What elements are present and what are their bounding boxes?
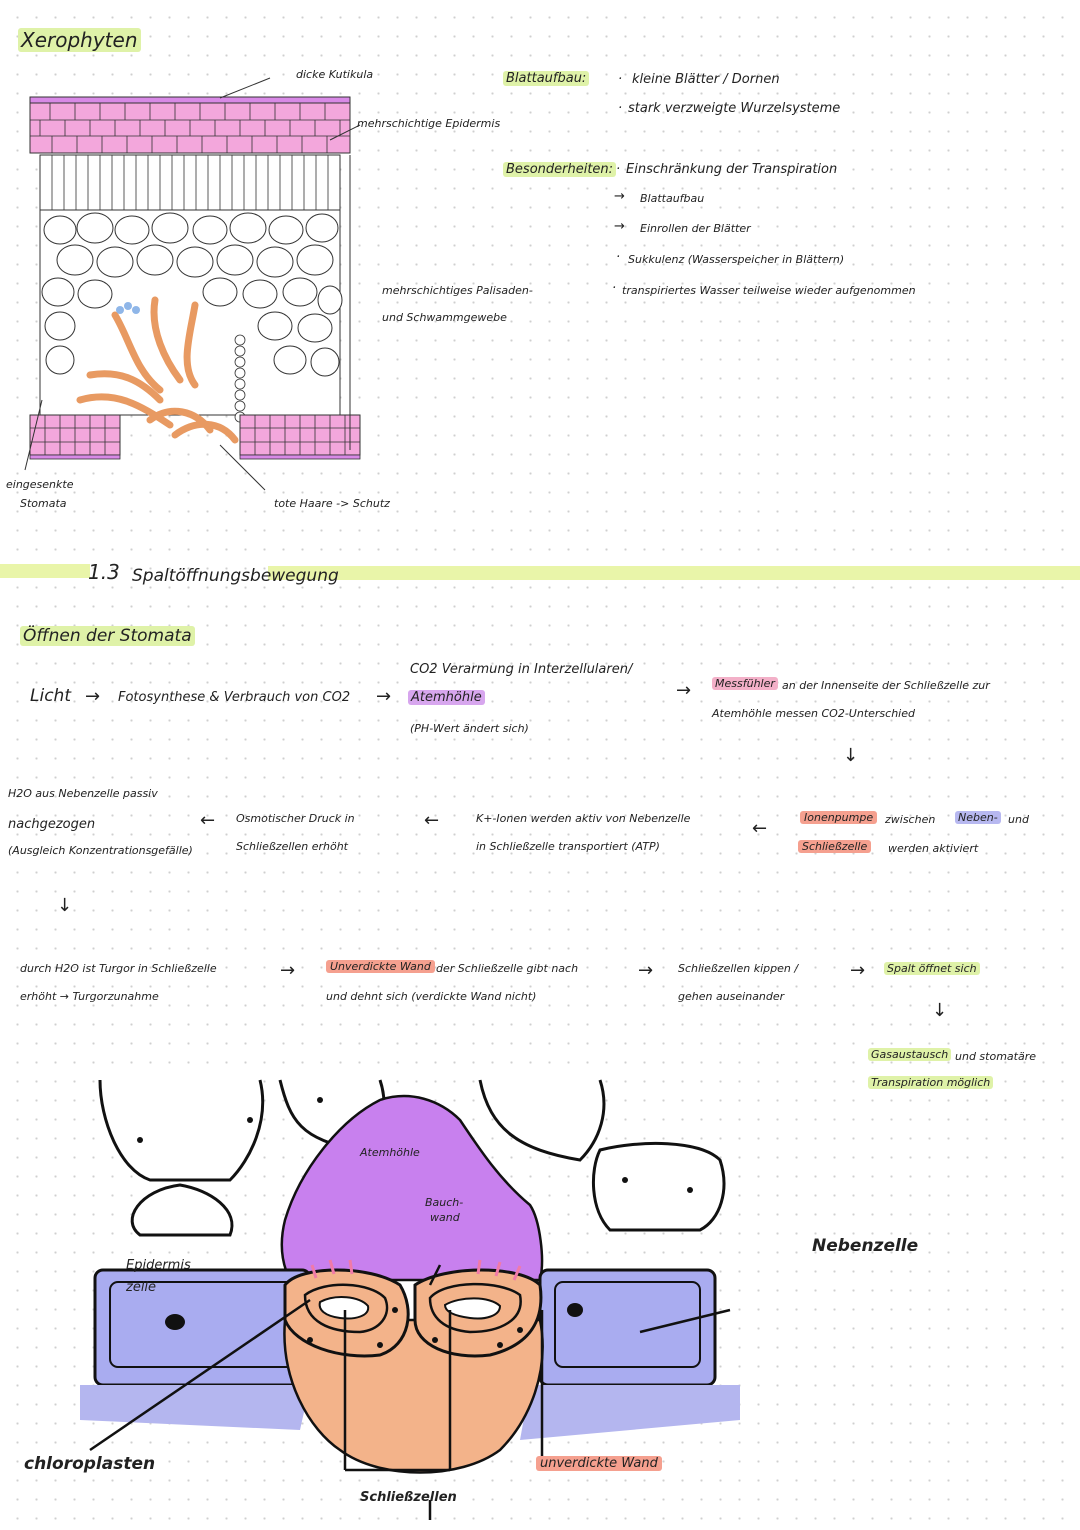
- flow-ionenpumpe: Ionenpumpe: [800, 811, 878, 824]
- section-title: Spaltöffnungsbewegung: [132, 566, 339, 586]
- label-palisaden-line1: mehrschichtiges Palisaden-: [382, 284, 533, 297]
- flow-ionen-schliesszelle: Schließzelle: [798, 840, 872, 853]
- arrow-right-icon: →: [676, 680, 692, 701]
- label-tote-haare: tote Haare -> Schutz: [274, 497, 390, 510]
- label-palisaden-line2: und Schwammgewebe: [382, 311, 507, 324]
- arrow-right-icon: →: [638, 960, 654, 981]
- palisade-cells: [39, 154, 341, 211]
- flow-osmo-line2: Schließzellen erhöht: [236, 840, 348, 853]
- section-divider-left: [0, 564, 90, 578]
- flow-ionen-neben: Neben-: [955, 811, 1001, 824]
- label-nebenzelle: Nebenzelle: [812, 1236, 919, 1256]
- label-atemhoehle: Atemhöhle: [360, 1146, 420, 1159]
- label-chloroplasten: chloroplasten: [24, 1454, 156, 1474]
- flow-spalt: Spalt öffnet sich: [884, 962, 980, 975]
- section-divider-right: [268, 566, 1080, 580]
- arrow-right-icon: →: [280, 960, 296, 981]
- bullet-icon: ·: [612, 281, 617, 296]
- besonderheiten-item-2: Sukkulenz (Wasserspeicher in Blättern): [628, 253, 845, 266]
- flow-fotosynthese: Fotosynthese & Verbrauch von CO2: [118, 690, 351, 705]
- arrow-left-icon: ←: [200, 810, 216, 831]
- flow-kippen-line2: gehen auseinander: [678, 990, 785, 1003]
- flow-kippen-line1: Schließzellen kippen /: [678, 962, 799, 975]
- arrow-left-icon: ←: [424, 810, 440, 831]
- arrow-left-icon: ←: [752, 818, 768, 839]
- besonderheiten-sub-1: Blattaufbau: [640, 192, 705, 205]
- flow-turgor-line1: durch H2O ist Turgor in Schließzelle: [20, 962, 217, 975]
- flow-co2-line1: CO2 Verarmung in Interzellularen/: [410, 662, 633, 677]
- arrow-right-icon: →: [614, 219, 625, 234]
- label-epidermis-2: zelle: [126, 1280, 157, 1295]
- besonderheiten-sub-2: Einrollen der Blätter: [640, 222, 751, 235]
- flow-turgor-line2: erhöht → Turgorzunahme: [20, 990, 159, 1003]
- flow-osmo-line1: Osmotischer Druck in: [236, 812, 355, 825]
- label-stomata: Stomata: [20, 497, 67, 510]
- flow-gas-line2: Transpiration möglich: [868, 1076, 994, 1089]
- arrow-right-icon: →: [376, 686, 392, 707]
- arrow-down-icon: ↓: [843, 745, 859, 766]
- besonderheiten-heading: Besonderheiten:: [503, 162, 617, 177]
- flow-k-line1: K+-Ionen werden aktiv von Nebenzelle: [476, 812, 691, 825]
- xerophyte-leaf-diagram: [24, 77, 361, 491]
- flow-k-line2: in Schließzelle transportiert (ATP): [476, 840, 660, 853]
- label-eingesenkte: eingesenkte: [6, 478, 74, 491]
- flow-mess-line2: Atemhöhle messen CO2-Unterschied: [712, 707, 915, 720]
- bullet-icon: ·: [618, 72, 623, 87]
- arrow-down-icon: ↓: [57, 895, 73, 916]
- flow-ionen-zwischen: zwischen: [885, 813, 936, 826]
- flow-gasaustausch: Gasaustausch: [868, 1048, 952, 1061]
- bullet-icon: ·: [618, 101, 623, 116]
- flow-h2o-line3: (Ausgleich Konzentrationsgefälle): [8, 844, 193, 857]
- dead-hairs: [76, 296, 239, 444]
- blattaufbau-heading: Blattaufbau:: [503, 71, 590, 86]
- flow-h2o-line2: nachgezogen: [8, 817, 96, 832]
- flow-wand-unverdickt: Unverdickte Wand: [326, 960, 435, 973]
- bullet-icon: ·: [616, 250, 621, 265]
- flow-wand-line2: und dehnt sich (verdickte Wand nicht): [326, 990, 537, 1003]
- flow-messfuehler: Messfühler: [712, 677, 778, 690]
- stoma-diagram: [80, 1079, 740, 1520]
- blattaufbau-item: stark verzweigte Wurzelsysteme: [628, 101, 841, 116]
- label-bauchwand-1: Bauch-: [425, 1196, 464, 1209]
- lower-epidermis-cells: [29, 414, 361, 456]
- label-dicke-kutikula: dicke Kutikula: [296, 68, 374, 81]
- arrow-down-icon: ↓: [932, 1000, 948, 1021]
- label-unverdickte-wand: unverdickte Wand: [536, 1456, 662, 1471]
- page-title: Xerophyten: [18, 28, 141, 52]
- subheading: Öffnen der Stomata: [20, 626, 195, 646]
- bullet-icon: ·: [616, 162, 621, 177]
- label-bauchwand-2: wand: [430, 1211, 460, 1224]
- label-mehrschichtige-epidermis: mehrschichtige Epidermis: [357, 117, 501, 130]
- flow-ionen-und: und: [1008, 813, 1029, 826]
- besonderheiten-item-1: Einschränkung der Transpiration: [626, 162, 838, 177]
- flow-gas-line1: und stomatäre: [955, 1050, 1036, 1063]
- label-epidermis-1: Epidermis: [126, 1258, 191, 1273]
- flow-mess-line1: an der Innenseite der Schließzelle zur: [782, 679, 990, 692]
- flow-h2o-line1: H2O aus Nebenzelle passiv: [8, 787, 158, 800]
- label-schliesszellen: Schließzellen: [360, 1490, 457, 1505]
- arrow-right-icon: →: [85, 686, 101, 707]
- flow-ionen-aktiviert: werden aktiviert: [888, 842, 979, 855]
- arrow-right-icon: →: [850, 960, 866, 981]
- section-number: 1.3: [88, 560, 120, 584]
- arrow-right-icon: →: [614, 189, 625, 204]
- flow-co2-line3: (PH-Wert ändert sich): [410, 722, 529, 735]
- blattaufbau-item: kleine Blätter / Dornen: [632, 72, 780, 87]
- besonderheiten-item-3: transpiriertes Wasser teilweise wieder a…: [622, 284, 916, 297]
- flow-co2-line2: Atemhöhle: [408, 690, 485, 705]
- flow-wand-line1: der Schließzelle gibt nach: [436, 962, 579, 975]
- flow-licht: Licht: [30, 686, 71, 706]
